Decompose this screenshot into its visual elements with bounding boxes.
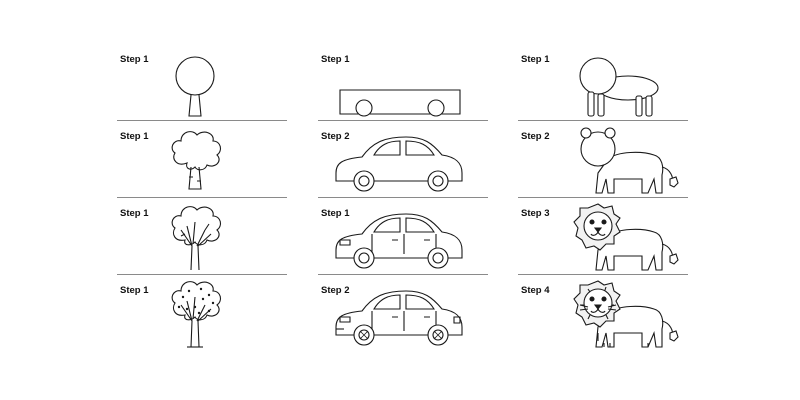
tree-step-1: Step 1 (117, 44, 287, 121)
car-step-2: Step 2 (318, 121, 488, 198)
car-step-4-drawing (332, 277, 488, 349)
step-label: Step 1 (120, 208, 149, 219)
lion-step-4-drawing (558, 277, 688, 349)
car-step-3: Step 1 (318, 198, 488, 275)
step-label: Step 1 (321, 208, 350, 219)
step-label: Step 1 (321, 54, 350, 65)
step-label: Step 1 (521, 54, 550, 65)
step-label: Step 1 (120, 54, 149, 65)
lion-step-1: Step 1 (518, 44, 688, 121)
step-label: Step 3 (521, 208, 550, 219)
step-label: Step 1 (120, 285, 149, 296)
tree-step-2: Step 1 (117, 121, 287, 198)
tree-step-4: Step 1 (117, 275, 287, 351)
car-step-4: Step 2 (318, 275, 488, 351)
tree-step-2-drawing (157, 123, 287, 195)
car-step-1-drawing (338, 46, 488, 118)
lion-step-3: Step 3 (518, 198, 688, 275)
car-step-2-drawing (332, 123, 488, 195)
tree-step-3-drawing (157, 200, 287, 272)
car-step-3-drawing (332, 200, 488, 272)
step-label: Step 4 (521, 285, 550, 296)
tree-step-4-drawing (157, 277, 287, 349)
lion-step-3-drawing (558, 200, 688, 272)
tree-step-3: Step 1 (117, 198, 287, 275)
lion-step-2: Step 2 (518, 121, 688, 198)
step-label: Step 2 (521, 131, 550, 142)
step-label: Step 1 (120, 131, 149, 142)
lion-step-2-drawing (558, 123, 688, 195)
tree-column: Step 1 Step 1 Step 1 Step (117, 44, 287, 351)
car-column: Step 1 Step 2 Step 1 (318, 44, 488, 351)
step-label: Step 2 (321, 131, 350, 142)
car-step-1: Step 1 (318, 44, 488, 121)
lion-column: Step 1 Step 2 Step 3 (518, 44, 688, 351)
step-label: Step 2 (321, 285, 350, 296)
lion-step-1-drawing (558, 46, 688, 118)
tree-step-1-drawing (157, 46, 287, 118)
lion-step-4: Step 4 (518, 275, 688, 351)
